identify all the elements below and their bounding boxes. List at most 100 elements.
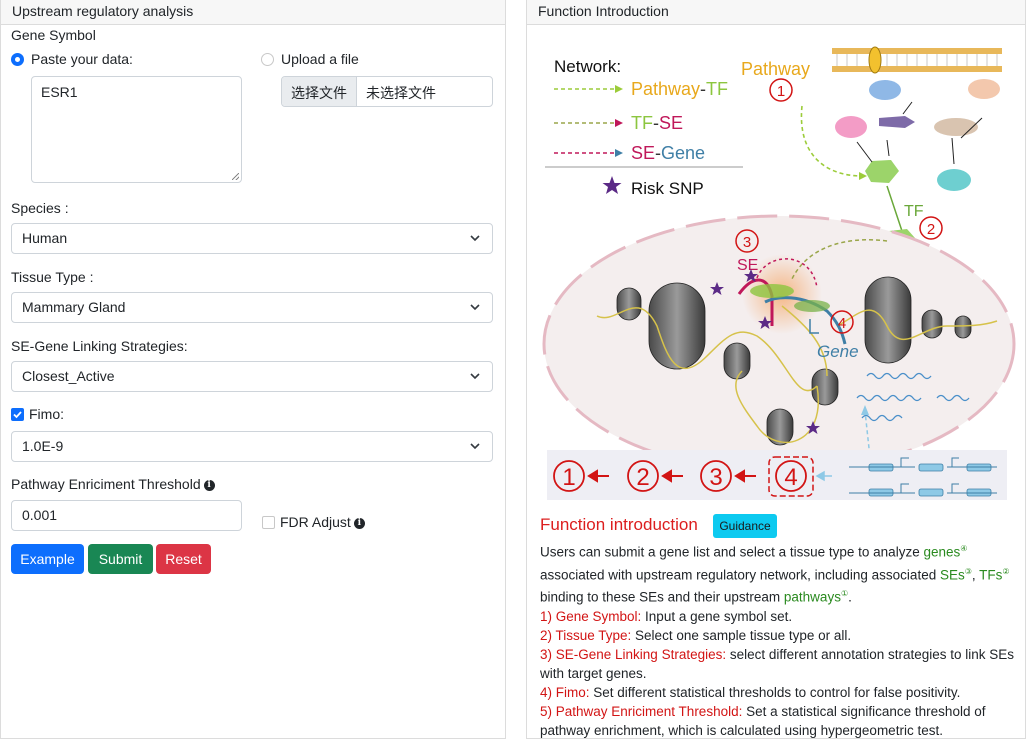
svg-text:4: 4: [838, 315, 846, 332]
item-key: 1) Gene Symbol:: [540, 608, 642, 624]
strategy-value: Closest_Active: [22, 368, 115, 384]
intro-item: 2) Tissue Type: Select one sample tissue…: [540, 626, 1022, 645]
gene-list-textarea[interactable]: ESR1: [31, 76, 242, 183]
paste-data-radio[interactable]: [11, 53, 24, 66]
item-key: 2) Tissue Type:: [540, 627, 632, 643]
intro-item: 1) Gene Symbol: Input a gene symbol set.: [540, 607, 1022, 626]
step-4-badge: 4: [830, 310, 854, 334]
fimo-checkbox[interactable]: [11, 408, 24, 421]
ses-link: SEs: [939, 567, 965, 583]
svg-text:1: 1: [562, 464, 575, 491]
panel-header: Function Introduction: [527, 0, 1025, 25]
fimo-value: 1.0E-9: [22, 438, 64, 454]
cell-membrane: [832, 46, 1002, 74]
nucleosomes: [616, 276, 972, 446]
panel-header: Upstream regulatory analysis: [1, 0, 505, 25]
choose-file-button[interactable]: 选择文件: [282, 77, 357, 106]
submit-button[interactable]: Submit: [88, 544, 153, 574]
pathway-threshold-value: 0.001: [22, 507, 58, 523]
guidance-button[interactable]: Guidance: [713, 514, 777, 538]
intro-text: binding to these SEs and their upstream: [540, 589, 784, 605]
risk-snp-label: Risk SNP: [631, 179, 704, 198]
item-key: 5) Pathway Enriciment Threshold:: [540, 704, 743, 720]
pathway-label: Pathway: [741, 59, 810, 79]
svg-text:3: 3: [743, 234, 751, 251]
resize-grip-icon[interactable]: [232, 173, 239, 180]
strategy-select[interactable]: Closest_Active: [11, 361, 493, 392]
textarea-value: ESR1: [41, 84, 78, 100]
svg-text:Pathway-TF: Pathway-TF: [631, 79, 728, 99]
file-input[interactable]: 选择文件 未选择文件: [281, 76, 493, 107]
upload-file-label: Upload a file: [281, 51, 359, 67]
svg-text:2: 2: [927, 221, 935, 238]
intro-text: .: [848, 589, 852, 605]
chevron-down-icon: [470, 443, 480, 450]
fdr-adjust-text: FDR Adjust: [280, 514, 351, 530]
intro-item: 3) SE-Gene Linking Strategies: select di…: [540, 645, 1022, 683]
pathway-threshold-input[interactable]: 0.001: [11, 500, 242, 531]
regulatory-network-figure: Network: Pathway-TF TF-SE SE-Gene Risk S…: [542, 46, 1016, 500]
reset-button[interactable]: Reset: [156, 544, 211, 574]
sup-1: ①: [840, 589, 849, 599]
species-select[interactable]: Human: [11, 223, 493, 254]
intro-description: Users can submit a gene list and select …: [540, 539, 1022, 740]
svg-text:4: 4: [784, 464, 797, 491]
risk-snp-star-icon: [602, 176, 622, 194]
intro-item: 5) Pathway Enriciment Threshold: Set a s…: [540, 702, 1022, 740]
tissue-type-value: Mammary Gland: [22, 299, 126, 315]
se-label: SE: [737, 257, 758, 274]
item-value: select different annotation strategies t…: [540, 646, 1015, 682]
item-value: Select one sample tissue type or all.: [631, 627, 852, 643]
gene-blocks: [868, 463, 992, 497]
svg-text:1: 1: [777, 83, 785, 100]
upload-file-radio[interactable]: [261, 53, 274, 66]
info-icon[interactable]: i: [353, 517, 365, 529]
checkmark-icon: [13, 411, 22, 419]
intro-text: associated with upstream regulatory netw…: [540, 567, 940, 583]
item-value: Set a statistical significance threshold…: [540, 704, 986, 739]
example-button[interactable]: Example: [11, 544, 84, 574]
species-label: Species :: [11, 200, 69, 216]
chevron-down-icon: [470, 304, 480, 311]
svg-text:2: 2: [636, 464, 649, 491]
legend-se-gene: SE-Gene: [554, 143, 705, 163]
fimo-select[interactable]: 1.0E-9: [11, 431, 493, 462]
item-key: 3) SE-Gene Linking Strategies:: [540, 646, 727, 662]
pathway-threshold-text: Pathway Enriciment Threshold: [11, 476, 201, 492]
intro-text: ,: [971, 567, 980, 583]
sup-4: ④: [960, 544, 968, 553]
paste-data-label: Paste your data:: [31, 51, 133, 67]
step-1-badge: 1: [769, 78, 793, 102]
gene-label: Gene: [817, 342, 859, 361]
chevron-down-icon: [470, 235, 480, 242]
tf-protein: [865, 160, 899, 183]
tissue-type-label: Tissue Type :: [11, 269, 94, 285]
svg-text:SE-Gene: SE-Gene: [631, 143, 705, 163]
sup-2: ②: [1002, 566, 1010, 576]
chevron-down-icon: [470, 373, 480, 380]
genes-link: genes: [923, 544, 961, 560]
sup-3: ③: [964, 566, 972, 576]
step-2-badge: 2: [919, 216, 943, 240]
network-title: Network:: [554, 57, 621, 76]
item-value: Set different statistical thresholds to …: [589, 685, 961, 701]
tfs-link: TFs: [979, 567, 1003, 583]
svg-text:3: 3: [709, 464, 722, 491]
mrna-transcripts: [856, 372, 970, 422]
intro-text: Users can submit a gene list and select …: [540, 544, 924, 560]
info-icon[interactable]: i: [203, 479, 215, 491]
fimo-label: Fimo:: [29, 406, 64, 422]
legend-tf-se: TF-SE: [554, 113, 683, 133]
file-status: 未选择文件: [366, 85, 436, 101]
intro-title: Function introduction: [540, 515, 698, 534]
gene-symbol-label: Gene Symbol: [11, 27, 96, 43]
strategy-label: SE-Gene Linking Strategies:: [11, 338, 188, 354]
intro-paragraph: Users can submit a gene list and select …: [540, 539, 1022, 607]
item-value: Input a gene symbol set.: [641, 608, 793, 624]
tissue-type-select[interactable]: Mammary Gland: [11, 292, 493, 323]
item-key: 4) Fimo:: [540, 685, 590, 701]
tf-label: TF: [904, 203, 924, 220]
fdr-adjust-checkbox[interactable]: [262, 516, 275, 529]
